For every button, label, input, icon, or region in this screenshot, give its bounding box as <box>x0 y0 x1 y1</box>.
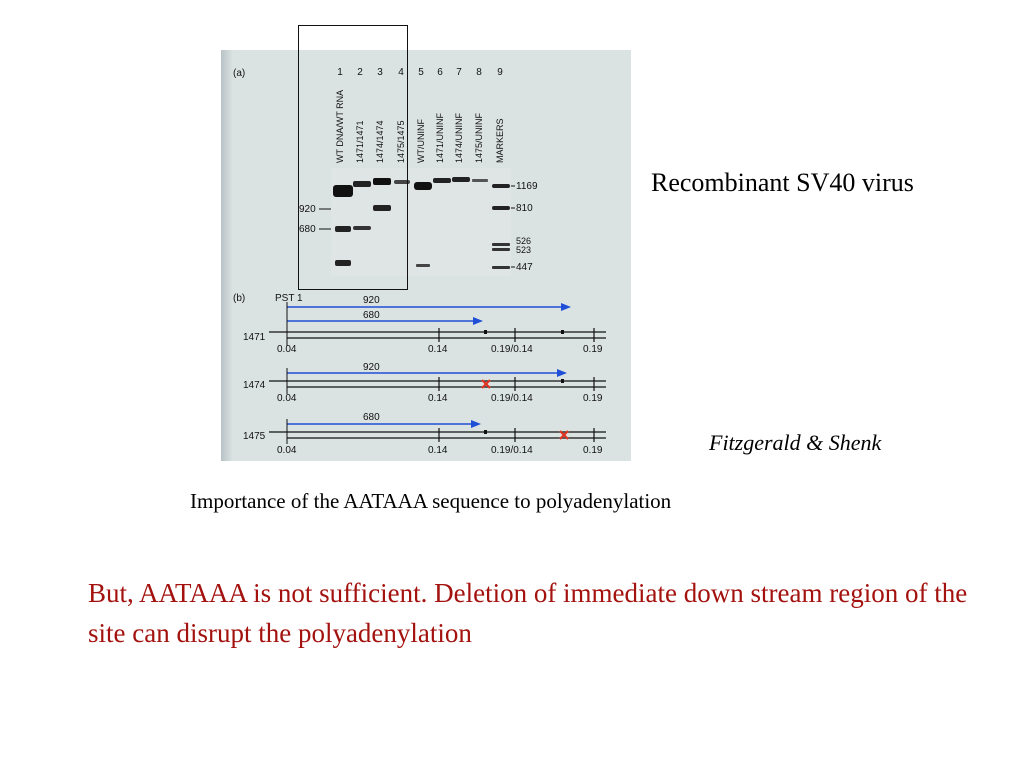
gel-band <box>472 179 488 182</box>
map-name: 1474 <box>243 380 266 391</box>
gel-bands <box>333 177 510 269</box>
map-1475: 680 1475 0.04 0.14 0.19/0.14 0.19 <box>243 412 606 456</box>
mutation-x-icon <box>559 430 569 440</box>
gel-band <box>394 180 410 184</box>
gel-band <box>416 264 430 267</box>
figure-svg: (a) (b) 1 2 3 4 5 6 7 8 9 WT DNA/WT RNA … <box>233 67 606 456</box>
lane-name: 1471/1471 <box>355 120 365 163</box>
gel-band <box>492 266 510 269</box>
map-position: 0.19/0.14 <box>491 393 533 404</box>
map-position: 0.19 <box>583 445 603 456</box>
figure-panel: (a) (b) 1 2 3 4 5 6 7 8 9 WT DNA/WT RNA … <box>221 50 631 461</box>
arrow-head <box>561 303 571 311</box>
arrow-head <box>473 317 483 325</box>
gel-band <box>335 226 351 232</box>
gel-band <box>433 178 451 183</box>
lane-name: WT/UNINF <box>416 119 426 163</box>
lane-number: 2 <box>357 67 363 78</box>
lane-numbers: 1 2 3 4 5 6 7 8 9 <box>337 67 503 78</box>
map-position: 0.19 <box>583 393 603 404</box>
gel-band <box>333 185 353 197</box>
lane-name: WT DNA/WT RNA <box>335 90 345 163</box>
arrow-label: 680 <box>363 310 380 321</box>
lane-number: 5 <box>418 67 424 78</box>
lane-number: 6 <box>437 67 443 78</box>
right-marker-label: 523 <box>516 245 531 255</box>
lane-number: 9 <box>497 67 503 78</box>
lane-number: 3 <box>377 67 383 78</box>
map-position: 0.04 <box>277 344 297 355</box>
panel-b-label: (b) <box>233 293 245 304</box>
lane-number: 8 <box>476 67 482 78</box>
lane-name: 1471/UNINF <box>435 112 445 163</box>
lane-number: 4 <box>398 67 404 78</box>
gel-band <box>373 205 391 211</box>
panel-a-label: (a) <box>233 68 245 79</box>
gel-band <box>452 177 470 182</box>
lane-number: 7 <box>456 67 462 78</box>
aataaa-site <box>484 430 487 434</box>
arrow-head <box>557 369 567 377</box>
lane-name: 1474/1474 <box>375 120 385 163</box>
right-marker-label: 526 <box>516 236 531 246</box>
pst-label: PST 1 <box>275 293 303 304</box>
figure-caption: Importance of the AATAAA sequence to pol… <box>190 489 672 513</box>
map-position: 0.14 <box>428 344 448 355</box>
lane-name: MARKERS <box>495 118 505 163</box>
gel-band <box>335 260 351 266</box>
lane-names: WT DNA/WT RNA 1471/1471 1474/1474 1475/1… <box>335 90 505 163</box>
lane-name: 1475/UNINF <box>474 112 484 163</box>
map-position: 0.19 <box>583 344 603 355</box>
lanes-highlight-box <box>298 25 408 290</box>
map-1471: 920 680 1471 0.04 0.14 0.19/0.14 0.19 <box>243 295 606 355</box>
map-position: 0.14 <box>428 393 448 404</box>
arrow-label: 920 <box>363 295 380 306</box>
figure-shadow-edge <box>221 50 233 461</box>
map-position: 0.14 <box>428 445 448 456</box>
map-position: 0.04 <box>277 445 297 456</box>
gel-band <box>492 206 510 210</box>
gel-band <box>492 243 510 246</box>
map-position: 0.04 <box>277 393 297 404</box>
slide-heading: Recombinant SV40 virus <box>651 168 914 197</box>
gel-band <box>492 248 510 251</box>
left-marker-label: 680 <box>299 224 316 235</box>
map-name: 1475 <box>243 431 266 442</box>
aataaa-site <box>561 379 564 383</box>
map-position: 0.19/0.14 <box>491 445 533 456</box>
mutation-x-icon <box>481 379 491 389</box>
map-position: 0.19/0.14 <box>491 344 533 355</box>
aataaa-site <box>484 330 487 334</box>
aataaa-site <box>561 330 564 334</box>
gel-band <box>353 226 371 230</box>
arrow-label: 920 <box>363 362 380 373</box>
gel-band <box>492 184 510 188</box>
gel-band <box>353 181 371 187</box>
gel-band <box>414 182 432 190</box>
right-marker-label: 1169 <box>516 181 538 192</box>
citation: Fitzgerald & Shenk <box>709 430 882 455</box>
map-1474: 920 1474 0.04 0.14 0.19/0.14 0.19 <box>243 362 606 404</box>
body-text: But, AATAAA is not sufficient. Deletion … <box>88 578 968 648</box>
map-name: 1471 <box>243 332 266 343</box>
lane-number: 1 <box>337 67 343 78</box>
gel-band <box>373 178 391 185</box>
arrow-label: 680 <box>363 412 380 423</box>
lane-name: 1475/1475 <box>396 120 406 163</box>
left-marker-label: 920 <box>299 204 316 215</box>
right-marker-label: 447 <box>516 262 533 273</box>
lane-name: 1474/UNINF <box>454 112 464 163</box>
arrow-head <box>471 420 481 428</box>
right-marker-label: 810 <box>516 203 533 214</box>
